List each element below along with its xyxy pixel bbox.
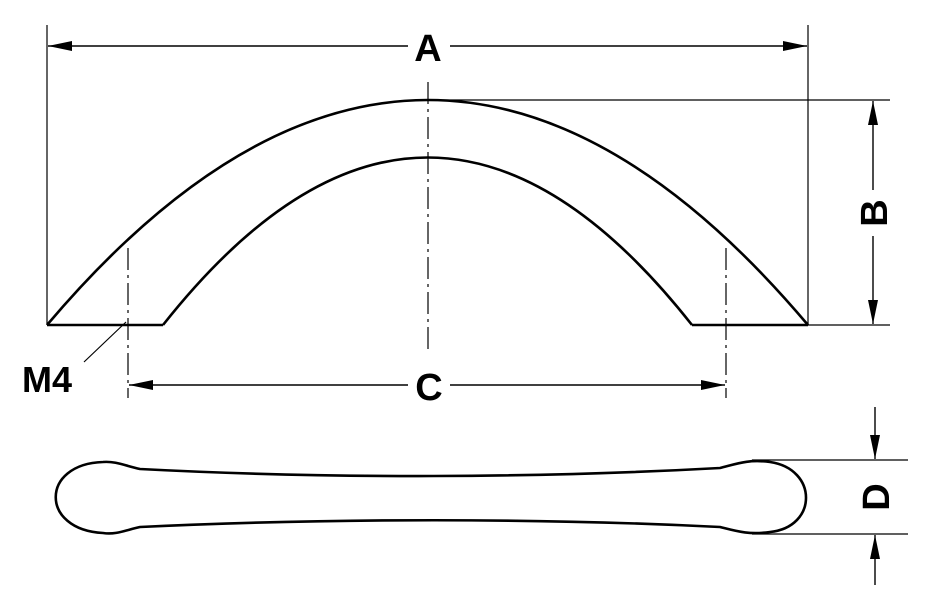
center-lines bbox=[127, 82, 727, 398]
thread-size-label: M4 bbox=[22, 359, 72, 400]
dimension-d-label: D bbox=[856, 483, 898, 510]
extension-lines bbox=[46, 25, 908, 535]
handle-top-view-profile bbox=[54, 459, 808, 535]
dimension-a-label: A bbox=[414, 28, 441, 70]
dimension-b-label: B bbox=[854, 199, 896, 226]
thread-leader-line bbox=[83, 321, 127, 363]
dimension-c-label: C bbox=[415, 367, 442, 409]
